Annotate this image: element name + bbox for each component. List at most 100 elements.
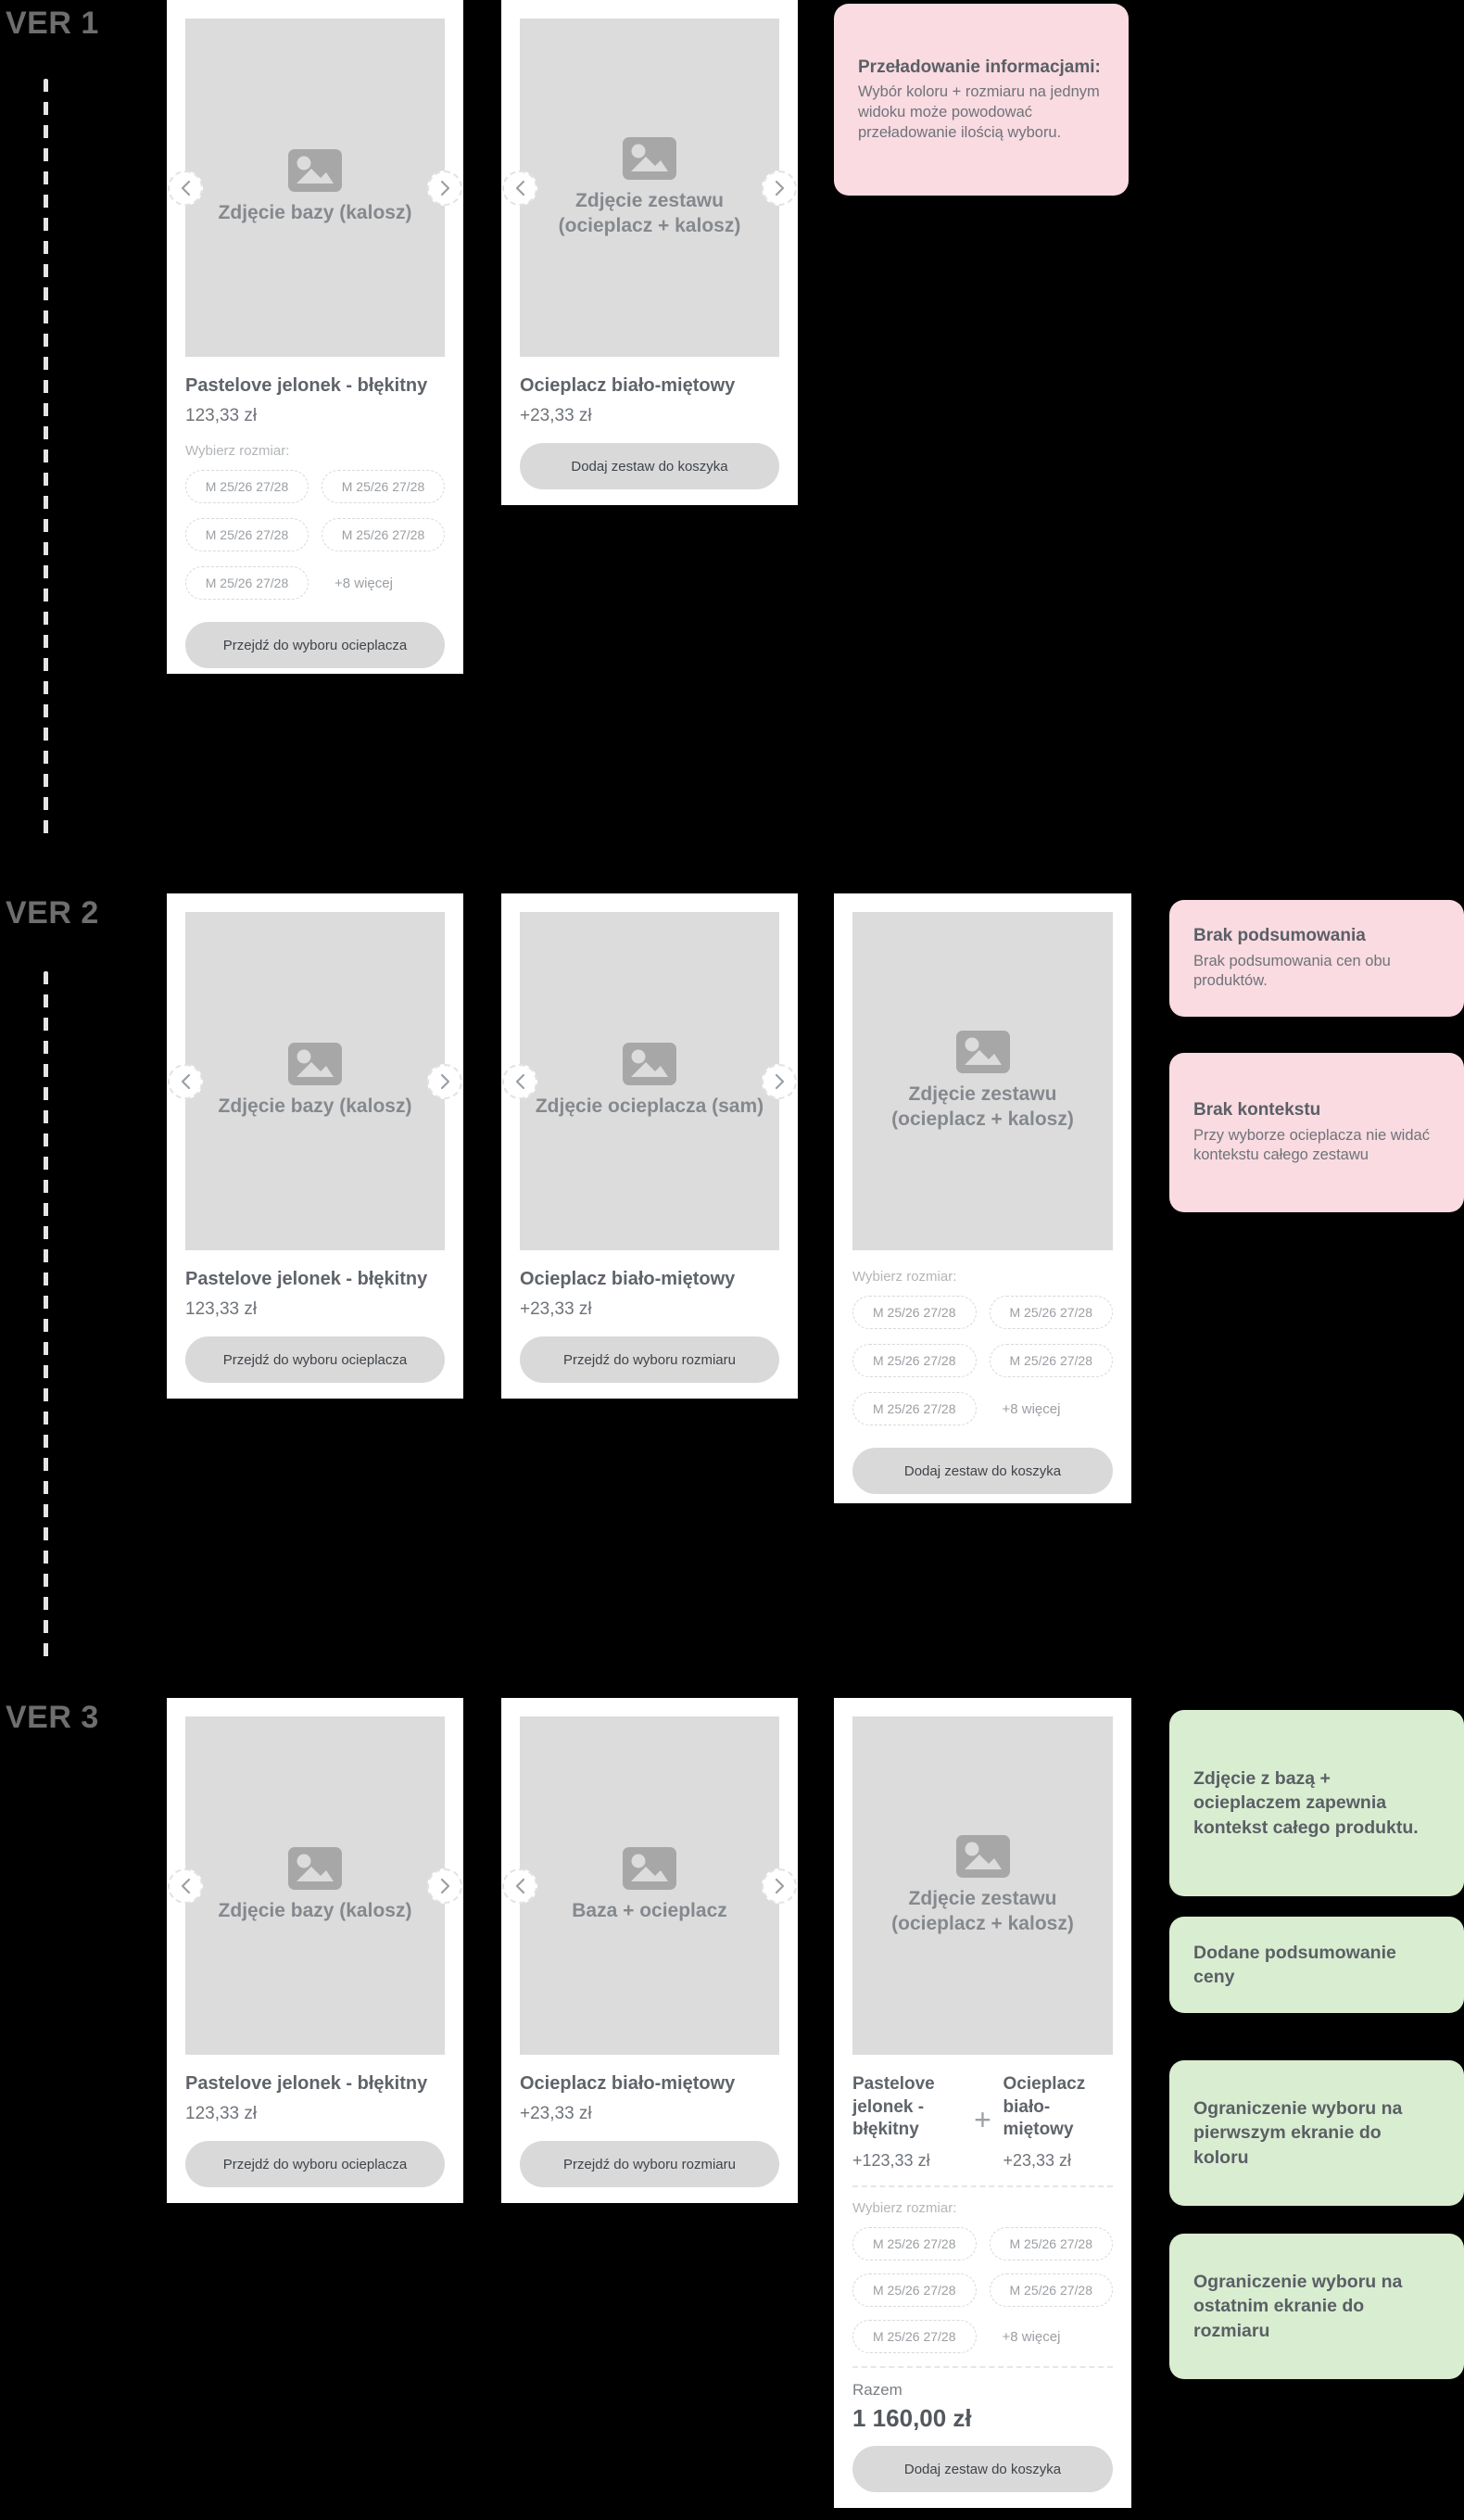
product-price: +23,33 zł [520,2104,592,2123]
image-placeholder-label: Zdjęcie zestawu (ocieplacz + kalosz) [891,1887,1074,1936]
add-set-to-cart-button[interactable]: Dodaj zestaw do koszyka [520,443,779,489]
go-to-size-button[interactable]: Przejdź do wyboru rozmiaru [520,2141,779,2187]
annotation-note-negative: Brak podsumowania Brak podsumowania cen … [1169,900,1464,1017]
note-title: Brak podsumowania [1193,925,1366,945]
ver3-warmer-image-placeholder: Baza + ocieplacz [502,1716,797,2055]
ver1-set-card: Zdjęcie zestawu (ocieplacz + kalosz) Oci… [501,0,798,505]
size-options: M 25/26 27/28 M 25/26 27/28 M 25/26 27/2… [852,1296,1113,1425]
go-to-warmer-button[interactable]: Przejdź do wyboru ocieplacza [185,622,445,668]
version-label-ver1: VER 1 [6,6,99,41]
note-text: Ograniczenie wyboru na pierwszym ekranie… [1193,2098,1403,2168]
image-label-line2: (ocieplacz + kalosz) [891,1912,1074,1934]
annotation-note-positive: Dodane podsumowanie ceny [1169,1917,1464,2013]
carousel-next-button[interactable] [427,1063,462,1099]
carousel-prev-button[interactable] [502,1868,537,1904]
note-title: Brak kontekstu [1193,1099,1321,1120]
image-placeholder-label: Zdjęcie ocieplacza (sam) [535,1095,764,1118]
more-sizes-link[interactable]: +8 więcej [1002,2328,1061,2345]
annotation-note-positive: Ograniczenie wyboru na pierwszym ekranie… [1169,2060,1464,2206]
image-placeholder-label: Zdjęcie bazy (kalosz) [218,1095,412,1118]
carousel-prev-button[interactable] [502,1063,537,1099]
go-to-warmer-button[interactable]: Przejdź do wyboru ocieplacza [185,2141,445,2187]
carousel-prev-button[interactable] [168,1868,203,1904]
note-text: Dodane podsumowanie ceny [1193,1942,1396,1987]
product-price: 123,33 zł [185,406,258,425]
summary-product-b: Ocieplacz biało-miętowy +23,33 zł [1003,2073,1114,2171]
timeline-connector-ver1 [44,79,48,839]
carousel-prev-button[interactable] [502,170,537,206]
size-chip[interactable]: M 25/26 27/28 [322,518,445,551]
size-chip[interactable]: M 25/26 27/28 [989,1296,1113,1329]
ver3-set-image-placeholder: Zdjęcie zestawu (ocieplacz + kalosz) [852,1716,1113,2055]
add-set-to-cart-button[interactable]: Dodaj zestaw do koszyka [852,2446,1113,2493]
annotation-note-positive: Ograniczenie wyboru na ostatnim ekranie … [1169,2234,1464,2379]
size-chip[interactable]: M 25/26 27/28 [989,2227,1113,2261]
product-price: 123,33 zł [185,2104,258,2123]
ver2-base-image-placeholder: Zdjęcie bazy (kalosz) [168,912,462,1250]
carousel-next-button[interactable] [427,170,462,206]
carousel-next-button[interactable] [762,1868,797,1904]
dashed-divider [852,2366,1113,2369]
size-chip[interactable]: M 25/26 27/28 [989,1344,1113,1377]
product-price: 123,33 zł [185,1299,258,1319]
timeline-connector-ver2 [44,971,48,1661]
size-options: M 25/26 27/28 M 25/26 27/28 M 25/26 27/2… [852,2227,1113,2354]
image-placeholder-label: Baza + ocieplacz [572,1900,727,1922]
plus-sign: + [974,2102,991,2136]
go-to-size-button[interactable]: Przejdź do wyboru rozmiaru [520,1336,779,1383]
product-title: Pastelove jelonek - błękitny [185,2073,428,2094]
add-set-to-cart-button[interactable]: Dodaj zestaw do koszyka [852,1448,1113,1494]
image-placeholder-label: Zdjęcie bazy (kalosz) [218,202,412,224]
size-chip[interactable]: M 25/26 27/28 [852,2273,977,2308]
carousel-next-button[interactable] [762,170,797,206]
image-icon [288,1847,342,1891]
ver1-base-product-card: Zdjęcie bazy (kalosz) Pastelove jelonek … [167,0,463,674]
product-title: Ocieplacz biało-miętowy [520,2073,736,2094]
summary-product-a: Pastelove jelonek - błękitny +123,33 zł [852,2073,963,2171]
ver2-set-image-placeholder: Zdjęcie zestawu (ocieplacz + kalosz) [852,912,1113,1250]
carousel-prev-button[interactable] [168,1063,203,1099]
image-label-line2: (ocieplacz + kalosz) [558,214,741,236]
image-label-line1: Zdjęcie zestawu [575,190,724,212]
more-sizes-link[interactable]: +8 więcej [334,575,393,591]
size-picker-label: Wybierz rozmiar: [185,443,290,459]
image-label-line2: (ocieplacz + kalosz) [891,1108,1074,1130]
ver2-set-card: Zdjęcie zestawu (ocieplacz + kalosz) Wyb… [834,893,1131,1503]
image-icon [623,1043,676,1086]
product-price: +23,33 zł [520,1299,592,1319]
ver3-base-product-card: Zdjęcie bazy (kalosz) Pastelove jelonek … [167,1698,463,2203]
size-chip[interactable]: M 25/26 27/28 [852,2227,977,2261]
size-chip[interactable]: M 25/26 27/28 [185,518,309,551]
go-to-warmer-button[interactable]: Przejdź do wyboru ocieplacza [185,1336,445,1383]
size-chip[interactable]: M 25/26 27/28 [852,1344,977,1377]
size-chip[interactable]: M 25/26 27/28 [185,566,309,600]
more-sizes-link[interactable]: +8 więcej [1002,1400,1061,1417]
size-chip[interactable]: M 25/26 27/28 [852,1296,977,1329]
size-chip[interactable]: M 25/26 27/28 [322,470,445,503]
product-title: Pastelove jelonek - błękitny [185,1269,428,1289]
carousel-next-button[interactable] [427,1868,462,1904]
set-summary: Pastelove jelonek - błękitny +123,33 zł … [852,2073,1113,2171]
version-label-ver3: VER 3 [6,1700,99,1735]
version-label-ver2: VER 2 [6,895,99,931]
product-price: +23,33 zł [520,406,592,425]
ver2-base-product-card: Zdjęcie bazy (kalosz) Pastelove jelonek … [167,893,463,1399]
image-icon [955,1031,1010,1074]
size-chip[interactable]: M 25/26 27/28 [852,1392,977,1425]
product-title: Pastelove jelonek - błękitny [185,375,428,396]
carousel-next-button[interactable] [762,1063,797,1099]
size-options: M 25/26 27/28 M 25/26 27/28 M 25/26 27/2… [185,470,445,600]
image-icon [955,1835,1010,1879]
image-placeholder-label: Zdjęcie zestawu (ocieplacz + kalosz) [559,189,741,238]
carousel-prev-button[interactable] [168,170,203,206]
size-chip[interactable]: M 25/26 27/28 [989,2273,1113,2308]
size-chip[interactable]: M 25/26 27/28 [852,2320,977,2354]
image-label-line1: Zdjęcie zestawu [908,1888,1057,1910]
product-title: Ocieplacz biało-miętowy [520,375,736,396]
size-chip[interactable]: M 25/26 27/28 [185,470,309,503]
image-icon [623,137,676,181]
note-text: Zdjęcie z bazą + ocieplaczem zapewnia ko… [1193,1768,1419,1838]
annotation-note-positive: Zdjęcie z bazą + ocieplaczem zapewnia ko… [1169,1710,1464,1896]
product-title: Ocieplacz biało-miętowy [520,1269,736,1289]
